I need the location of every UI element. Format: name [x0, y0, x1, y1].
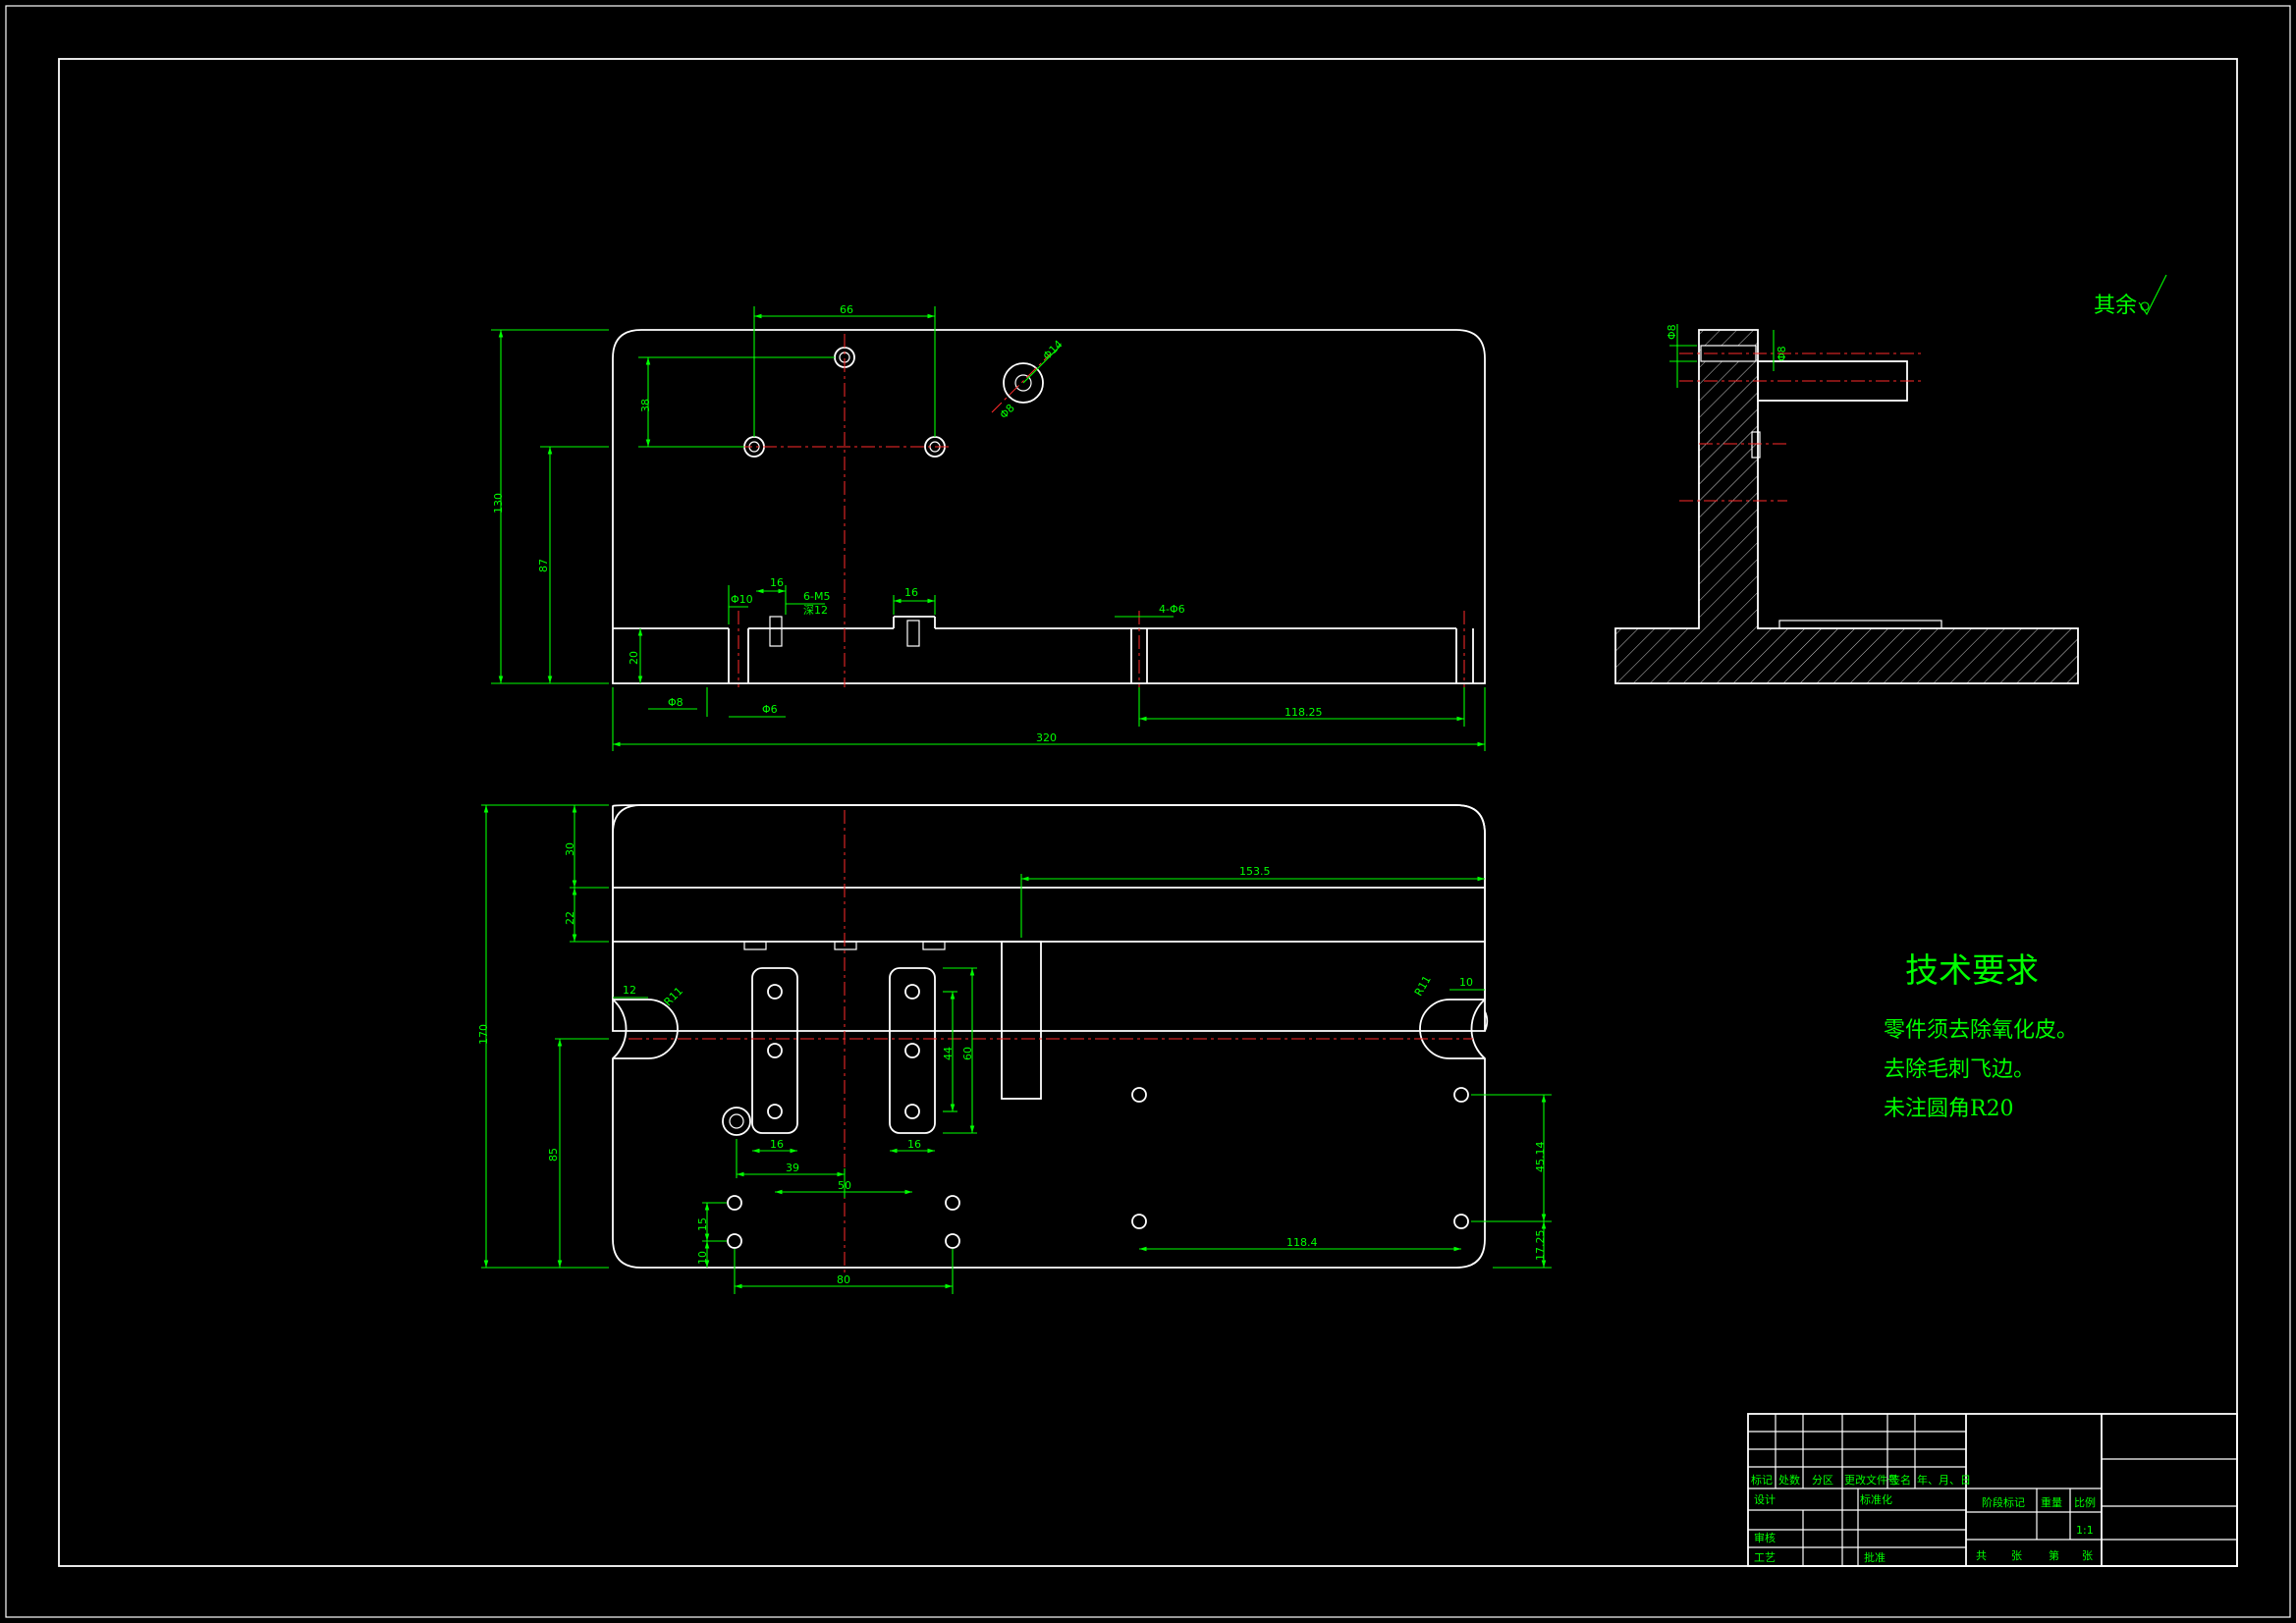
- tech-req-item-3: 未注圆角R20: [1884, 1097, 2014, 1121]
- tb-gongyi: 工艺: [1754, 1551, 1776, 1564]
- tb-shenhe: 审核: [1754, 1531, 1776, 1544]
- tb-scale: 1:1: [2076, 1524, 2094, 1537]
- dim-16b: 16: [904, 586, 918, 599]
- surface-finish-label: 其余: [2094, 294, 2137, 318]
- inner-border: [58, 58, 2238, 1567]
- tb-fenqu: 分区: [1812, 1474, 1833, 1487]
- dim-phi14: Φ14: [1041, 338, 1066, 362]
- tech-req-item-1: 零件须去除氧化皮。: [1884, 1018, 2078, 1043]
- dim-depth: 深12: [803, 604, 828, 617]
- dim-130: 130: [492, 493, 505, 514]
- surface-finish-note: 其余: [2094, 274, 2167, 318]
- dim-12: 12: [623, 984, 636, 997]
- tb-qianming: 签名: [1889, 1473, 1911, 1487]
- tb-bili: 比例: [2074, 1495, 2096, 1509]
- side-dim-2: Φ8: [1776, 346, 1788, 361]
- tb-di: 第: [2049, 1548, 2059, 1562]
- tb-chushu: 处数: [1778, 1474, 1800, 1487]
- tb-biaozhunhua: 标准化: [1860, 1492, 1892, 1506]
- top-view: 170 85 30 22 153.5 12 R11 10 R11 16 16 4…: [477, 804, 1552, 1294]
- dim-87: 87: [537, 559, 550, 572]
- dim-16a: 16: [770, 576, 784, 589]
- dim-r11r: R11: [1412, 973, 1434, 998]
- tb-zhang2: 张: [2082, 1549, 2093, 1562]
- dim-85: 85: [547, 1148, 560, 1162]
- side-section-view: Φ8 Φ8: [1614, 324, 2079, 684]
- dim-118-25: 118.25: [1285, 706, 1323, 719]
- tb-genggai: 更改文件号: [1844, 1473, 1898, 1487]
- dim-66: 66: [840, 303, 853, 316]
- dim-16c: 16: [770, 1138, 784, 1151]
- tech-req-title: 技术要求: [1905, 951, 2039, 991]
- dim-60: 60: [961, 1047, 974, 1060]
- front-view: 66 38 130 87 20 320 118.25 16 16 Φ10 6-M…: [491, 303, 1486, 751]
- tb-pizhun: 批准: [1864, 1550, 1886, 1564]
- dim-44: 44: [942, 1047, 955, 1060]
- dim-320: 320: [1036, 731, 1057, 744]
- tech-req-item-2: 去除毛刺飞边。: [1884, 1057, 2035, 1082]
- tb-gong: 共: [1976, 1549, 1987, 1562]
- technical-requirements: 技术要求 零件须去除氧化皮。 去除毛刺飞边。 未注圆角R20: [1884, 951, 2078, 1121]
- dim-80: 80: [837, 1273, 850, 1286]
- dim-phi6: Φ6: [762, 703, 778, 716]
- dim-22: 22: [564, 911, 576, 925]
- dim-phi8: Φ8: [668, 696, 683, 709]
- dim-50: 50: [838, 1179, 851, 1192]
- tb-zhang1: 张: [2011, 1549, 2022, 1562]
- dim-38: 38: [639, 399, 652, 412]
- dim-15: 15: [696, 1217, 709, 1231]
- dim-170: 170: [477, 1024, 490, 1045]
- dim-m5: 6-M5: [803, 590, 830, 603]
- outer-border: [5, 5, 2291, 1618]
- dim-10b: 10: [696, 1251, 709, 1265]
- dim-4-phi6: 4-Φ6: [1159, 603, 1185, 616]
- tb-sheji: 设计: [1754, 1493, 1776, 1506]
- dim-17-25: 17.25: [1534, 1230, 1547, 1262]
- dim-10r: 10: [1459, 976, 1473, 989]
- dim-45-14: 45.14: [1534, 1142, 1547, 1173]
- tb-jieduan: 阶段标记: [1982, 1495, 2025, 1509]
- title-block: 标记 处数 分区 更改文件号 签名 年、月、日 设计 标准化 阶段标记 重量 比…: [1747, 1413, 2238, 1567]
- dim-153-5: 153.5: [1239, 865, 1271, 878]
- tb-biaoji: 标记: [1751, 1473, 1773, 1487]
- dim-20: 20: [628, 651, 640, 665]
- dim-16d: 16: [907, 1138, 921, 1151]
- side-dim-1: Φ8: [1666, 324, 1678, 340]
- tb-date: 年、月、日: [1917, 1473, 1971, 1487]
- dim-30: 30: [564, 842, 576, 856]
- dim-phi10: Φ10: [731, 593, 753, 606]
- tb-zhongliang: 重量: [2041, 1495, 2062, 1509]
- dim-118-4: 118.4: [1286, 1236, 1318, 1249]
- dim-39: 39: [786, 1162, 799, 1174]
